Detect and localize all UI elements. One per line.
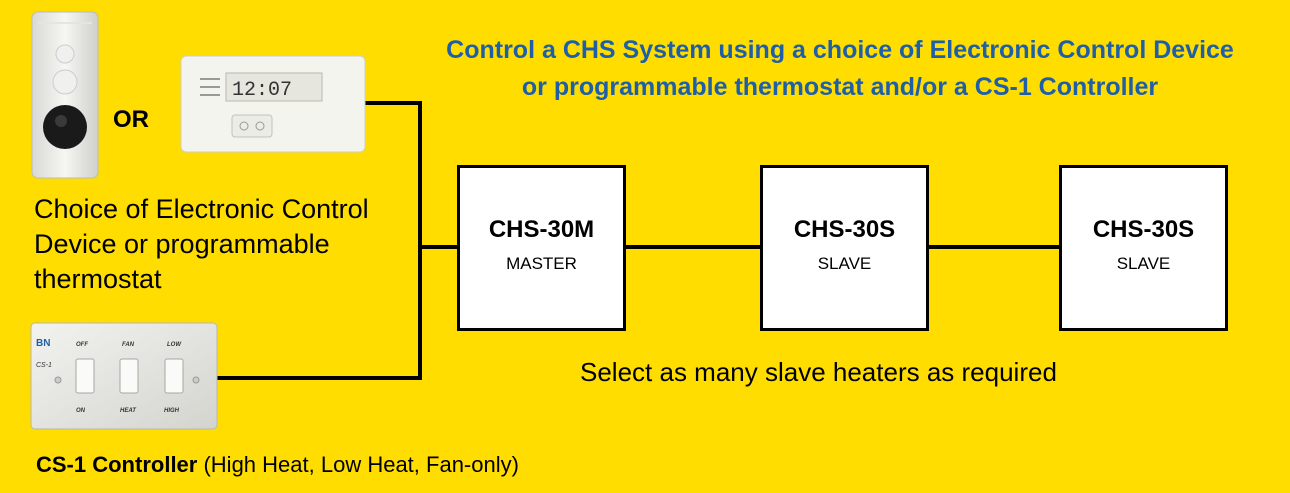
cs1-controller-label-bold: CS-1 Controller [36, 452, 198, 477]
cs1-label-heat: HEAT [120, 408, 137, 414]
or-label: OR [113, 106, 149, 133]
cs1-controller-label-rest: (High Heat, Low Heat, Fan-only) [197, 452, 519, 477]
cs1-brand: BN [36, 338, 50, 349]
cs1-controller-label: CS-1 Controller (High Heat, Low Heat, Fa… [36, 452, 519, 478]
heater-slave-2: CHS-30S SLAVE [1059, 165, 1228, 331]
heater-master: CHS-30M MASTER [457, 165, 626, 331]
choice-label-line-1: Choice of Electronic Control [34, 194, 369, 224]
choice-label-line-3: thermostat [34, 264, 162, 294]
heater-role: SLAVE [817, 254, 872, 273]
choice-label-line-2: Device or programmable [34, 229, 330, 259]
cs1-model: CS-1 [36, 362, 52, 369]
cs1-label-on: ON [76, 408, 86, 414]
heater-slave-1: CHS-30S SLAVE [760, 165, 929, 331]
thermostat-display: 12:07 [232, 79, 292, 102]
heater-model: CHS-30S [793, 216, 896, 243]
cs1-label-low: LOW [167, 342, 182, 348]
programmable-thermostat-image: 12:07 [180, 55, 366, 153]
heater-role: SLAVE [1116, 254, 1171, 273]
heater-model: CHS-30S [1092, 216, 1195, 243]
page-title: Control a CHS System using a choice of E… [395, 32, 1285, 106]
cs1-label-high: HIGH [164, 408, 180, 414]
electronic-control-device-image [31, 11, 99, 179]
select-slave-heaters-label: Select as many slave heaters as required [580, 357, 1057, 387]
cs1-controller-image: BN CS-1 OFF FAN LOW ON HEAT HIGH [30, 322, 218, 430]
title-line-2: or programmable thermostat and/or a CS-1… [521, 73, 1159, 101]
wire-thermostat [215, 101, 422, 380]
title-line-1: Control a CHS System using a choice of E… [446, 36, 1234, 64]
cs1-label-fan: FAN [122, 342, 135, 348]
cs1-label-off: OFF [76, 342, 88, 348]
heater-role: MASTER [506, 254, 577, 273]
choice-label: Choice of Electronic Control Device or p… [34, 192, 424, 297]
heater-model: CHS-30M [488, 216, 595, 243]
